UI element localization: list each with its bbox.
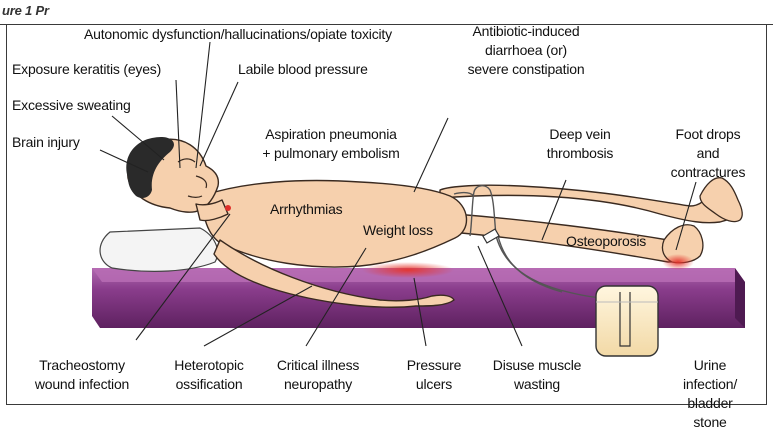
tracheostomy-mark xyxy=(225,205,231,211)
label-brain-injury: Brain injury xyxy=(12,133,80,152)
label-arrhythmias: Arrhythmias xyxy=(270,200,342,219)
label-tracheostomy: Tracheostomy wound infection xyxy=(35,356,129,394)
label-osteoporosis: Osteoporosis xyxy=(566,232,646,251)
pillow xyxy=(100,228,218,271)
label-pressure-ulcers: Pressure ulcers xyxy=(407,356,461,394)
label-labile-bp: Labile blood pressure xyxy=(238,60,368,79)
label-critical-illness: Critical illness neuropathy xyxy=(277,356,359,394)
label-deep-vein-thrombosis: Deep vein thrombosis xyxy=(547,125,613,163)
figure-title: ure 1 Pr xyxy=(2,1,49,20)
label-foot-drops: Foot drops and contractures xyxy=(671,125,746,182)
diagram-stage: ure 1 Pr Autonomic dysfunction/hallucina… xyxy=(0,0,773,407)
label-urine-infection: Urine infection/ bladder stone xyxy=(679,356,742,432)
label-heterotopic: Heterotopic ossification xyxy=(174,356,243,394)
label-aspiration-pneumonia: Aspiration pneumonia + pulmonary embolis… xyxy=(262,125,399,163)
label-excessive-sweating: Excessive sweating xyxy=(12,96,131,115)
label-antibiotic-diarrhoea: Antibiotic-induced diarrhoea (or) severe… xyxy=(468,22,585,79)
label-disuse-muscle: Disuse muscle wasting xyxy=(493,356,581,394)
heel-pressure-spot xyxy=(662,254,694,270)
label-exposure-keratitis: Exposure keratitis (eyes) xyxy=(12,60,161,79)
label-autonomic: Autonomic dysfunction/hallucinations/opi… xyxy=(84,25,392,44)
urine-bag xyxy=(596,286,658,356)
sacral-pressure-spot xyxy=(362,262,454,278)
label-weight-loss: Weight loss xyxy=(363,221,433,240)
